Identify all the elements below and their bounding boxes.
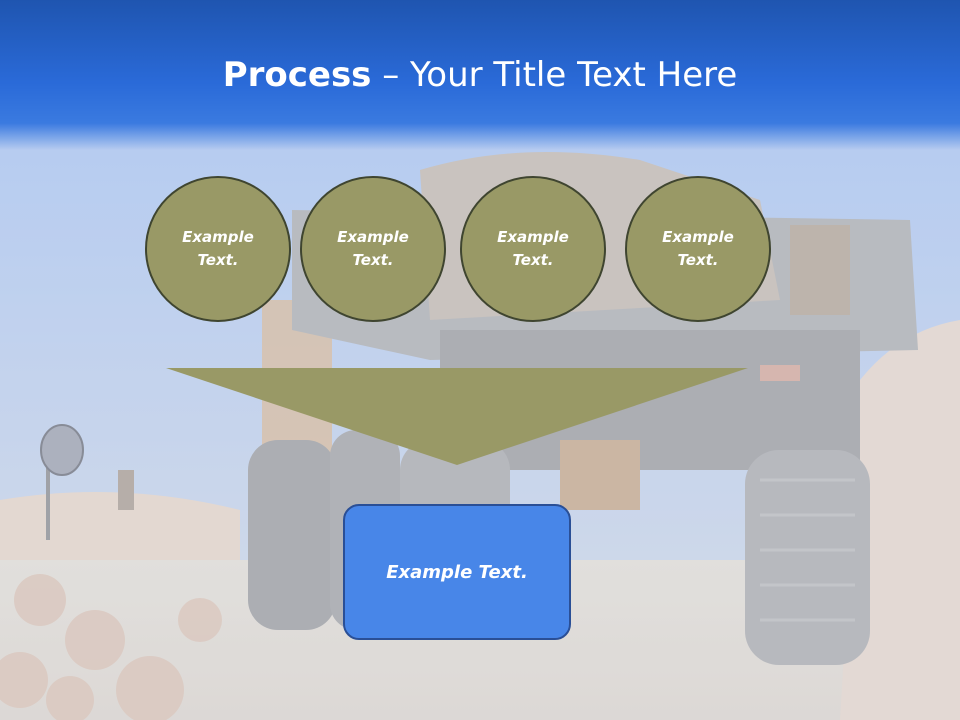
result-label: Example Text.: [386, 561, 528, 583]
slide-title-rest: – Your Title Text Here: [371, 55, 738, 95]
funnel-arrow[interactable]: [166, 368, 748, 466]
process-step-circle-2[interactable]: Example Text.: [300, 176, 446, 322]
process-step-label-4: Example Text.: [662, 228, 734, 269]
slide-title: Process – Your Title Text Here: [0, 52, 960, 98]
process-step-circle-1[interactable]: Example Text.: [145, 176, 291, 322]
process-step-label-1: Example Text.: [182, 228, 254, 269]
slide-title-bold: Process: [222, 55, 372, 95]
title-band: [0, 0, 960, 150]
process-step-circle-4[interactable]: Example Text.: [625, 176, 771, 322]
process-step-label-2: Example Text.: [337, 228, 409, 269]
result-box[interactable]: Example Text.: [343, 504, 571, 640]
process-step-circle-3[interactable]: Example Text.: [460, 176, 606, 322]
process-step-label-3: Example Text.: [497, 228, 569, 269]
